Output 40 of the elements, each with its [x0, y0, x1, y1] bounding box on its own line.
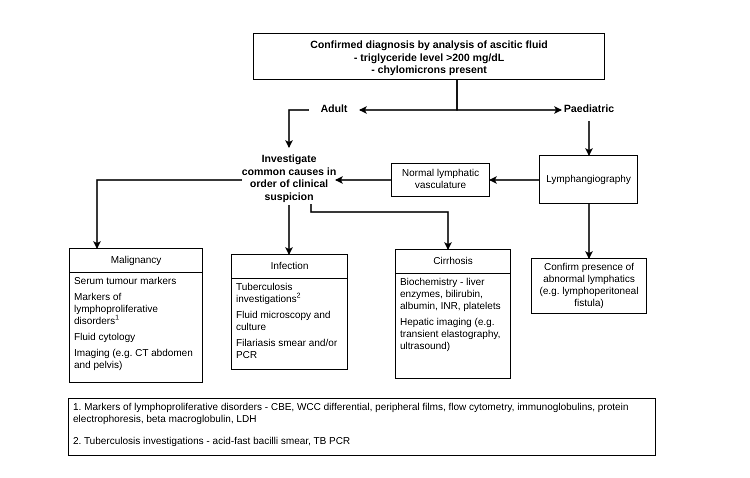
arrow: [93, 179, 242, 249]
arrow: [285, 205, 293, 255]
box-text: Lymphangiography: [546, 174, 631, 186]
category-box: [69, 248, 203, 383]
list-item: Biochemistry - liver enzymes, bilirubin, albumin, INR, platelets: [399, 276, 502, 314]
process-box: [253, 33, 605, 80]
list-item: Imaging (e.g. CT abdomen and pelvis): [73, 347, 194, 373]
box-heading: Infection: [232, 255, 347, 279]
criterion-text: - triglyceride level >200 mg/dL: [352, 52, 506, 64]
box-heading: Cirrhosis: [396, 250, 510, 274]
category-box: [231, 254, 348, 370]
step-label: Adult: [310, 103, 358, 117]
footnote-box: [68, 398, 656, 456]
arrow: [310, 204, 452, 250]
list-item: Filariasis smear and/or PCR: [235, 337, 338, 363]
footnote-text: 2. Tuberculosis investigations - acid-fast bacilli smear, TB PCR: [73, 436, 352, 448]
box-text: Confirm presence of abnormal lymphatics (e.g. lymphoperitoneal fistula): [538, 262, 640, 310]
box-heading: Malignancy: [70, 249, 202, 273]
list-item: Fluid cytology: [73, 331, 136, 345]
arrow: [285, 109, 309, 148]
list-item: Serum tumour markers: [73, 275, 178, 289]
process-box: [539, 155, 638, 204]
step-label: Paediatric: [563, 103, 615, 117]
list-item: Fluid microscopy and culture: [235, 309, 332, 335]
arrow: [489, 176, 539, 184]
list-item: Hepatic imaging (e.g. transient elastography, ultrasound): [399, 316, 502, 354]
box-heading: Confirmed diagnosis by analysis of ascitic fluid: [309, 39, 549, 52]
arrow: [585, 121, 593, 156]
process-box: [531, 258, 647, 314]
arrow: [585, 204, 593, 259]
arrow: [456, 80, 562, 114]
box-text: Normal lymphatic vasculature: [400, 168, 480, 192]
process-box: [391, 163, 490, 197]
arrow: [335, 176, 391, 184]
category-box: [395, 249, 511, 379]
list-item: Tuberculosis investigations$^{2}$: [235, 281, 302, 307]
criterion-text: - chylomicrons present: [370, 64, 488, 77]
step-label: Investigate common causes in order of clinical suspicion: [240, 153, 338, 205]
footnote-text: 1. Markers of lymphoproliferative disorders - CBE, WCC differential, peripheral films, flow cytometry, immunoglobulins, protein electrophoresis, beta macroglobulin, LDH: [73, 402, 630, 426]
list-item: Markers of lymphoproliferative disorders$^{1}$: [73, 291, 159, 329]
